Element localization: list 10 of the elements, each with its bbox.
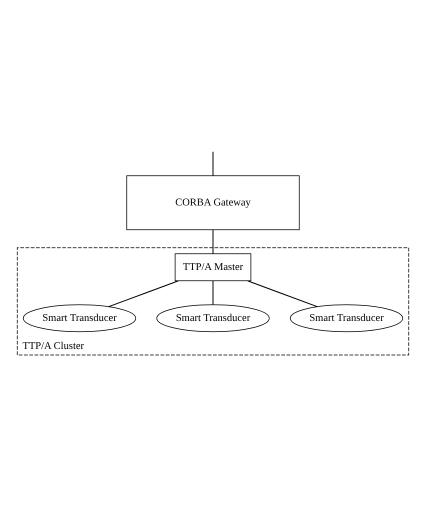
connector [212,280,214,305]
node-ellipse: Smart Transducer [290,304,404,332]
connector [212,151,214,176]
node-ellipse: Smart Transducer [156,304,270,332]
node-ellipse: Smart Transducer [22,304,136,332]
node-box: TTP/A Master [174,253,252,282]
connector [108,280,179,308]
node-box: CORBA Gateway [126,175,300,230]
connector [212,229,214,254]
connector [247,280,318,308]
